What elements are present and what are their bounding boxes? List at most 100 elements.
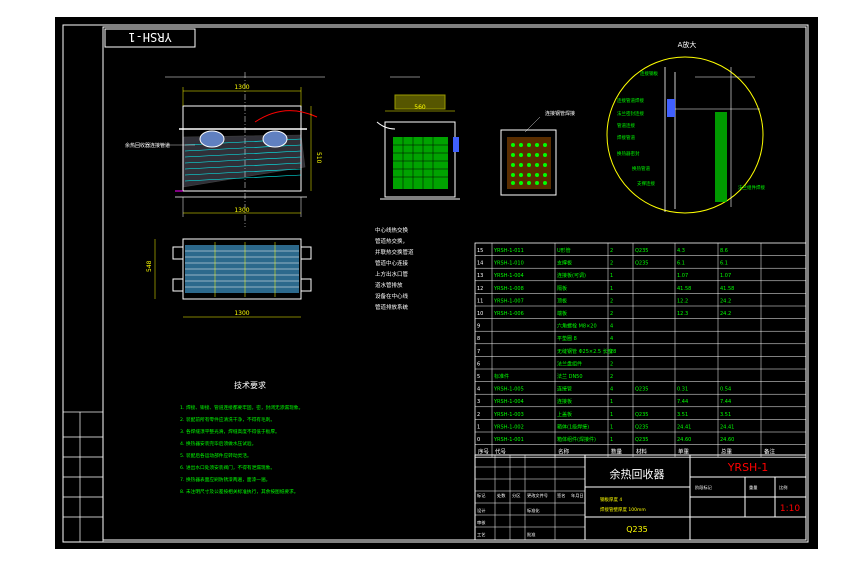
bom-cell: 0 [477,437,480,443]
front-tube-bundle [184,138,302,182]
drawing-title: 余热回收器 [610,467,665,481]
bom-cell: 4 [477,387,480,393]
detail-label: 法兰组件焊接 [738,184,765,191]
tech-item: 3. 各焊缝须平整光滑，焊缝高度不得低于板厚。 [180,428,280,435]
bom-cell: 4 [610,387,613,393]
tech-item: 8. 未注明尺寸及公差按相关标准执行，其余按图纸要求。 [180,488,298,495]
bom-cell: 0.31 [677,387,688,393]
note-line: 上方出水口管 [375,270,409,278]
bom-cell: Q235 [635,261,648,267]
bom-cell: 15 [477,248,483,254]
bom-header: 序号 [478,448,490,456]
bom-header: 材料 [636,448,648,456]
bom-cell: Q235 [635,248,648,254]
tech-item: 1. 焊接、铆接、管道连接都要牢固，密，封闭无渗漏现象。 [180,404,303,411]
tb-label: 重量 [749,484,757,491]
detail-label-list: 连接钢板 连接管道焊接 法兰密封连接 管道连接 焊接管道 换热器密封 换热管道 … [617,70,765,191]
bom-cell: 连接板 [557,398,572,405]
bom-cell: 1 [610,286,613,292]
bom-cell: 41.58 [720,286,734,292]
bom-cell: 连接管 [557,386,572,393]
bom-cell: YRSH-1-001 [493,437,524,443]
tb-label: 分区 [512,492,520,499]
tb-label: 批准 [527,531,535,538]
bom-cell: 标准件 [494,373,509,380]
bom-cell: 24.41 [677,424,691,430]
detail-title: A放大 [678,40,697,49]
bom-header: 总重 [721,448,733,456]
side-width-dim: 560 [414,104,426,111]
detail-label: 换热管道 [632,165,650,172]
bom-cell: U形管 [557,247,571,254]
tech-item: 2. 装配前所有零件应清洗干净，不得有毛刺。 [180,416,275,423]
tech-requirements: 技术要求 1. 焊接、铆接、管道连接都要牢固，密，封闭无渗漏现象。 2. 装配前… [180,380,303,495]
bom-cell: 隔板 [557,285,567,292]
note-line: 并联热交换管道 [375,248,414,256]
detail-label: 焊接管道 [617,134,635,141]
bom-cell: YRSH-1-004 [493,273,524,279]
title-block: 标记 处数 分区 更改文件号 签名 年月日 设计 标准化 审核 工艺 批准 阶段… [474,454,807,541]
detail-view: A放大 连接钢板 连接管道焊接 法兰密封连接 管道连接 焊接管道 换热器密封 换… [606,40,765,214]
bom-cell: 端板 [557,310,567,317]
bom-cell: YRSH-1-004 [493,399,524,405]
bom-cell: 2 [610,311,613,317]
detail-label: 换热器密封 [617,150,640,157]
bom-cell: 4.3 [677,248,685,254]
bom-header: 数量 [611,448,623,456]
bom-cell: 法兰盘组件 [557,360,582,367]
tb-label: 签名 [557,492,565,499]
bom-cell: 4 [610,324,613,330]
bom-cell: 1 [610,412,613,418]
bom-cell: 六角螺栓 M8×20 [557,323,597,330]
bom-cell: 1.07 [720,273,731,279]
bom-cell: 13 [477,273,483,279]
bom-cell: 法兰 DN50 [557,373,583,380]
plan-height-dim: 548 [146,260,153,272]
bom-cell: 6.1 [720,261,728,267]
tb-label: 年月日 [571,492,584,499]
tech-item: 6. 进出水口处须安装阀门，不得有泄漏现象。 [180,464,275,471]
sheet-border [62,24,809,543]
bom-cell: YRSH-1-003 [493,412,524,418]
bom-header: 备注 [764,448,776,456]
bom-cell: 12.3 [677,311,688,317]
bom-cell: Q235 [635,437,648,443]
bom-cell: 5 [477,374,480,380]
bom-cell: 8 [477,336,480,342]
section-view: 连接钢管焊接 [500,110,575,196]
note-line: 管道排放系统 [375,303,409,311]
bom-cell: YRSH-1-008 [493,286,524,292]
bom-header: 单重 [678,448,690,456]
bom-header: 名称 [558,448,570,456]
bom-cell: 箱体组件(焊接件) [557,436,596,443]
bom-cell: 7 [477,349,480,355]
bom-cell: 顶板 [557,297,567,304]
bom-cell: 6 [477,361,480,367]
bom-cell: 1 [610,437,613,443]
detail-label: 连接管道焊接 [617,97,644,104]
bom-frame [474,242,807,458]
note-line: 中心线热交换 [375,226,409,234]
note-line: 设备在中心线 [375,292,409,300]
bom-cell: YRSH-1-011 [493,248,524,254]
tb-label: 标记 [477,492,486,499]
leader-label-right: 连接钢管焊接 [545,110,575,117]
side-view: 560 [376,76,460,200]
bom-header: 代号 [495,448,507,456]
bom-cell: YRSH-1-002 [493,424,524,430]
bom-cell: YRSH-1-010 [493,261,524,267]
tb-label: 阶段标记 [695,484,713,491]
corner-code-box [104,28,196,48]
front-height-dim: 510 [315,152,322,164]
bom-cell: 8.6 [720,248,728,254]
bom-cell: 1 [610,399,613,405]
drawing-scale: 1:10 [780,504,800,514]
detail-label: 连接钢板 [640,70,658,77]
bom-cell: 12.2 [677,298,688,304]
bom-cell: YRSH-1-005 [493,387,524,393]
bom-cell: 2 [610,248,613,254]
bom-cell: Q235 [635,387,648,393]
bom-cell: 支撑板 [557,260,572,267]
bom-cell: 3.51 [677,412,688,418]
